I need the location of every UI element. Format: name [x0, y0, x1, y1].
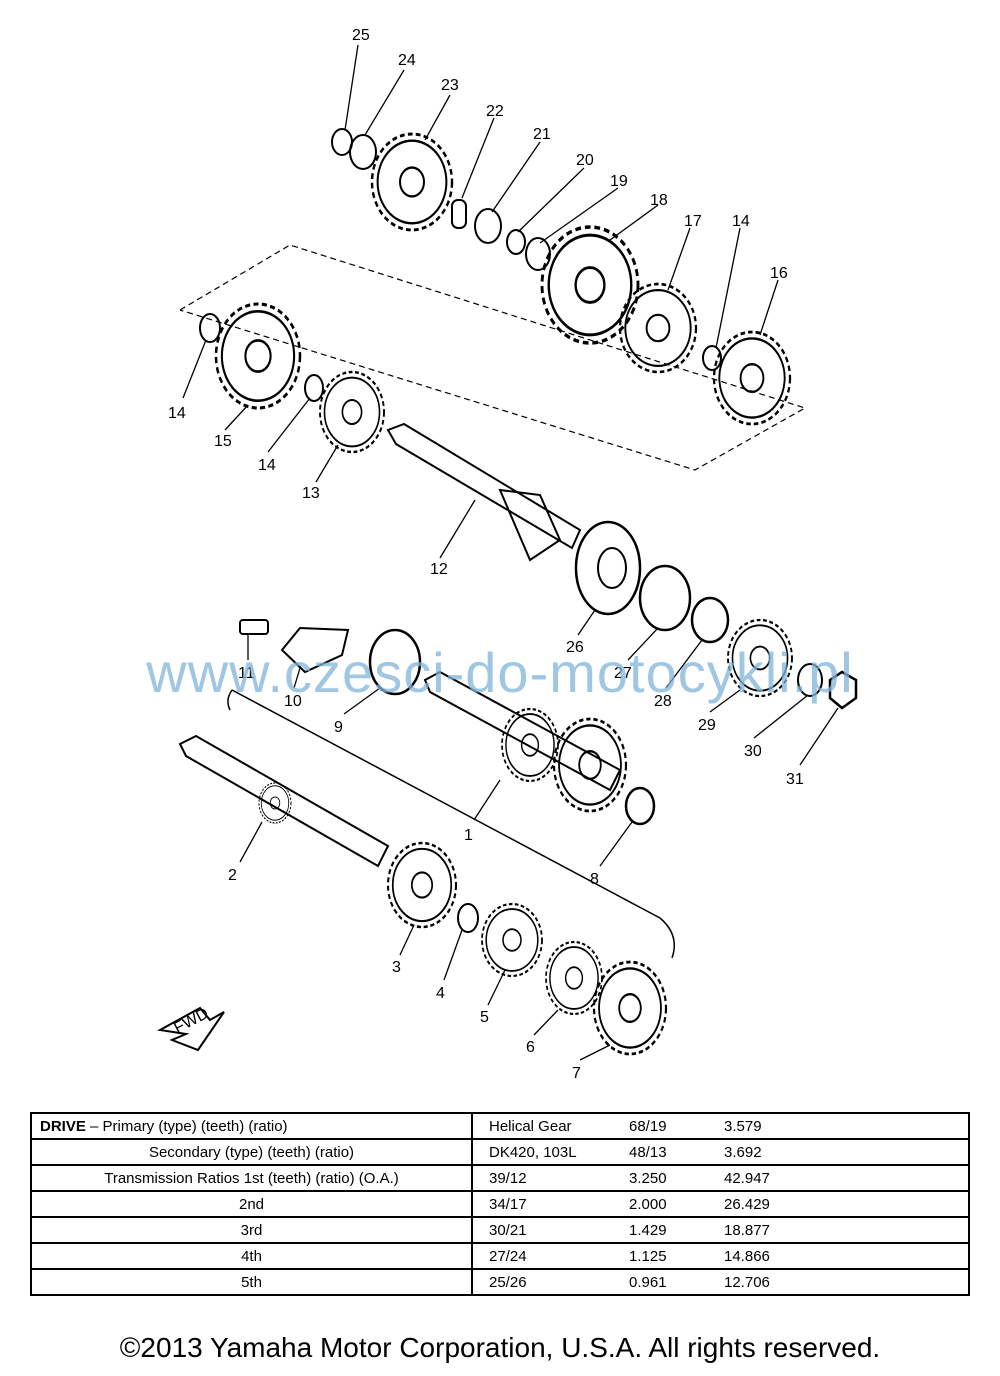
callout-label: 16	[770, 265, 788, 282]
part-9-bearing	[368, 628, 422, 696]
callout-label: 23	[441, 77, 459, 94]
part-2-axle	[178, 734, 390, 868]
part-20-circlip	[506, 229, 526, 255]
callout-label: 8	[590, 871, 599, 888]
callout-label: 7	[572, 1065, 581, 1082]
callout-label: 10	[284, 693, 302, 710]
part-7-gear	[592, 960, 668, 1056]
callout-label: 5	[480, 1009, 489, 1026]
callout-label: 31	[786, 771, 804, 788]
part-31-nut	[828, 670, 858, 710]
callout-label: 14	[258, 457, 276, 474]
assembly-frame	[179, 244, 807, 471]
copyright-footer: ©2013 Yamaha Motor Corporation, U.S.A. A…	[119, 1332, 881, 1363]
callout-label: 28	[654, 693, 672, 710]
callout-label: 19	[610, 173, 628, 190]
callout-label: 17	[684, 213, 702, 230]
callout-label: 22	[486, 103, 504, 120]
part-30-lock-washer	[797, 663, 823, 697]
part-23-gear	[370, 132, 454, 232]
part-28-collar	[690, 596, 730, 644]
part-5-gear	[480, 902, 544, 978]
part-10-plate	[280, 626, 350, 674]
callout-label: 18	[650, 192, 668, 209]
callout-label: 6	[526, 1039, 535, 1056]
row-label: 5th	[30, 1268, 473, 1296]
row-label: 3rd	[30, 1216, 473, 1244]
callout-label: 12	[430, 561, 448, 578]
row-label: Secondary (type) (teeth) (ratio)	[30, 1138, 473, 1166]
part-24-washer	[349, 134, 377, 170]
part-14-circlip-b	[199, 313, 221, 343]
part-11-bolt	[239, 619, 269, 635]
callout-label: 20	[576, 152, 594, 169]
drive-ratio-table: DRIVE – Primary (type) (teeth) (ratio) H…	[30, 1112, 970, 1296]
part-22-collar	[451, 199, 467, 229]
part-8-bearing	[624, 786, 656, 826]
part-21-washer	[474, 208, 502, 244]
part-14-circlip-c	[304, 374, 324, 402]
table-row: DRIVE – Primary (type) (teeth) (ratio) H…	[30, 1112, 970, 1140]
callout-label: 30	[744, 743, 762, 760]
part-17-gear	[618, 282, 698, 374]
callout-label: 4	[436, 985, 445, 1002]
table-row: Secondary (type) (teeth) (ratio) DK420, …	[30, 1138, 970, 1166]
part-25-circlip	[331, 128, 353, 156]
callout-label: 26	[566, 639, 584, 656]
part-14-circlip-a	[702, 345, 722, 371]
part-13-gear	[318, 370, 386, 454]
row-label: 2nd	[30, 1190, 473, 1218]
callout-label: 1	[464, 827, 473, 844]
callout-label: 3	[392, 959, 401, 976]
callout-label: 9	[334, 719, 343, 736]
row-label: Transmission Ratios 1st (teeth) (ratio) …	[30, 1164, 473, 1192]
exploded-transmission-diagram: FWD 25 24 23 22 21 20 19 18 17 14 16 14 …	[156, 27, 858, 1082]
part-29-sprocket	[726, 618, 794, 698]
part-16-gear	[712, 330, 792, 426]
callout-label: 27	[614, 665, 632, 682]
part-26-bearing	[574, 520, 642, 616]
callout-label: 21	[533, 126, 551, 143]
part-18-gear	[540, 225, 640, 345]
callout-label: 25	[352, 27, 370, 44]
callout-label: 11	[238, 665, 255, 682]
part-12-main-axle	[386, 422, 582, 562]
row-label: 4th	[30, 1242, 473, 1270]
part-1-drive-axle-assembly	[423, 670, 622, 792]
callout-label: 14	[168, 405, 186, 422]
part-27-oil-seal	[638, 564, 692, 632]
table-row: Transmission Ratios 1st (teeth) (ratio) …	[30, 1164, 970, 1192]
callout-label: 14	[732, 213, 750, 230]
row-label: DRIVE – Primary (type) (teeth) (ratio)	[30, 1112, 473, 1140]
callout-label: 24	[398, 52, 416, 69]
callout-label: 29	[698, 717, 716, 734]
part-4-circlip	[457, 903, 479, 933]
part-15-gear	[214, 302, 302, 410]
fwd-label: FWD	[171, 1005, 211, 1037]
callout-label: 13	[302, 485, 320, 502]
fwd-arrow-icon	[156, 1006, 225, 1052]
part-26-bearing-inner	[597, 547, 627, 589]
callout-label: 2	[228, 867, 237, 884]
callout-label: 15	[214, 433, 232, 450]
part-3-gear	[386, 841, 458, 929]
